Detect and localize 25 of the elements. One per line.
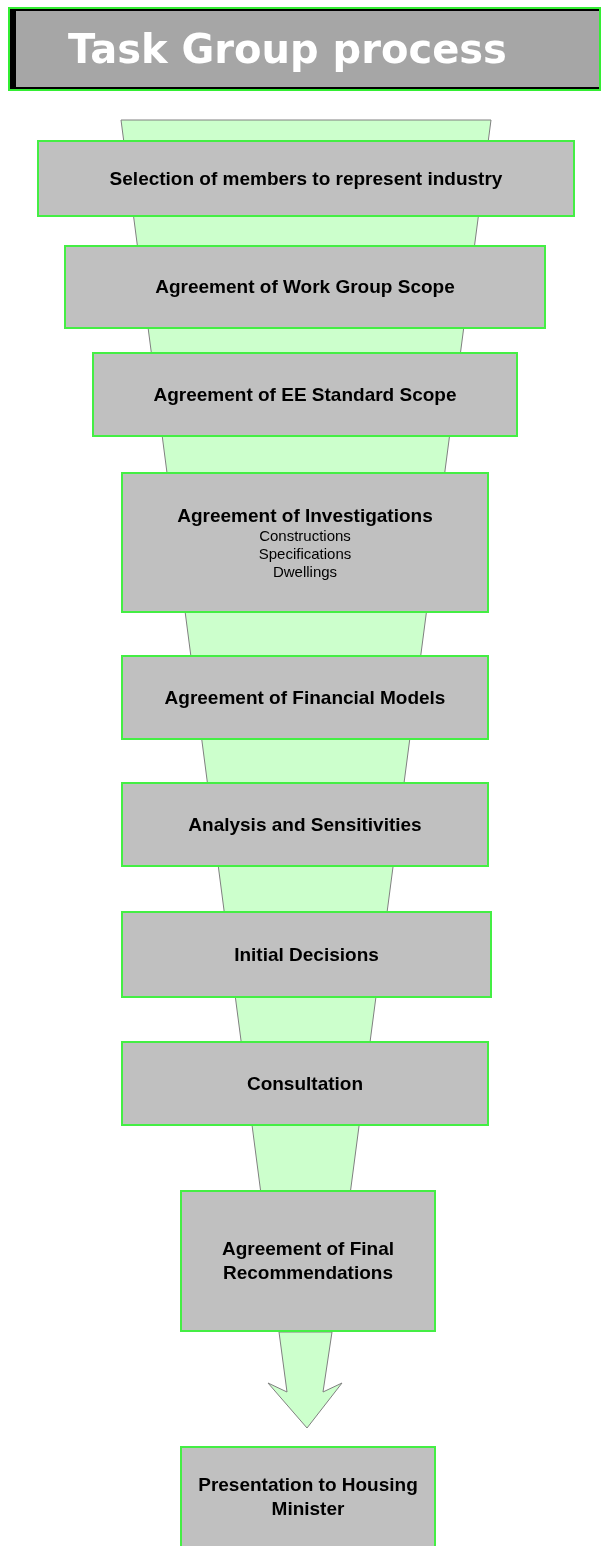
step-title: Consultation xyxy=(246,1071,364,1096)
step-detail: Dwellings xyxy=(272,563,338,582)
step-title: Agreement of EE Standard Scope xyxy=(153,382,457,407)
process-box xyxy=(64,245,546,329)
process-box xyxy=(121,782,489,867)
process-box xyxy=(37,140,575,217)
step-title: Initial Decisions xyxy=(234,942,379,967)
process-box xyxy=(121,472,489,613)
process-box xyxy=(180,1190,436,1332)
title: Task Group process xyxy=(68,26,507,72)
process-box xyxy=(121,1041,489,1126)
step-detail: Constructions xyxy=(259,527,351,546)
block-arrow xyxy=(267,1331,343,1429)
process-box xyxy=(180,1446,436,1546)
step-detail: Specifications xyxy=(258,545,352,564)
process-box xyxy=(121,911,492,998)
step-title: Presentation to Housing Minister xyxy=(197,1473,419,1521)
step-title: Analysis and Sensitivities xyxy=(188,812,422,837)
step-title: Agreement of Work Group Scope xyxy=(155,275,455,299)
step-title: Agreement of Investigations xyxy=(177,503,433,528)
process-box xyxy=(92,352,518,437)
step-title: Agreement of Financial Models xyxy=(164,685,446,710)
step-title: Agreement of Final Recommendations xyxy=(220,1237,396,1285)
step-title: Selection of members to represent industry xyxy=(109,166,503,191)
process-box xyxy=(121,655,489,740)
